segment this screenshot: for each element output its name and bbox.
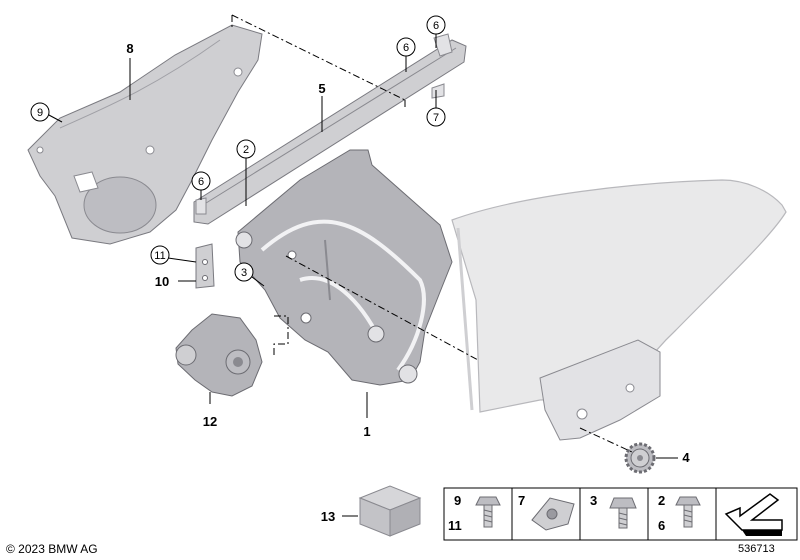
window-regulator [235, 149, 453, 386]
svg-text:6: 6 [198, 176, 204, 188]
guide-rail [193, 33, 467, 225]
copyright-text: © 2023 BMW AG [6, 542, 98, 556]
svg-text:2: 2 [243, 144, 249, 156]
clip-nut-icon [531, 497, 575, 531]
legend-label-7: 7 [518, 493, 525, 508]
callout-1: 1 [363, 424, 370, 439]
clip-left [195, 197, 207, 215]
callout-11: 11 [150, 245, 170, 265]
drive-gear [624, 442, 656, 474]
callout-8: 8 [126, 41, 133, 56]
callout-2: 2 [236, 139, 256, 159]
fastener-legend: 9 11 7 3 2 6 [443, 487, 798, 541]
legend-label-6: 6 [658, 518, 665, 533]
window-glass [451, 179, 787, 441]
callout-10: 10 [155, 274, 169, 289]
legend-label-11: 11 [448, 518, 462, 533]
callout-13: 13 [321, 509, 335, 524]
callout-3: 3 [234, 262, 254, 282]
leader-lines [46, 34, 678, 517]
callout-4: 4 [682, 450, 690, 465]
door-insulation-panel [27, 24, 263, 245]
callout-12: 12 [203, 414, 217, 429]
screw-icon [675, 496, 701, 528]
mounting-bracket [195, 243, 215, 289]
svg-text:6: 6 [433, 20, 439, 32]
legend-label-2: 2 [658, 493, 665, 508]
svg-text:7: 7 [433, 112, 439, 124]
svg-text:9: 9 [37, 107, 43, 119]
legend-label-9: 9 [454, 493, 461, 508]
diagram-number: 536713 [738, 543, 775, 555]
callout-6-top: 6 [426, 15, 446, 35]
callout-6-left: 6 [191, 171, 211, 191]
svg-text:11: 11 [154, 250, 165, 262]
repair-kit-box [358, 485, 422, 537]
svg-text:3: 3 [241, 267, 247, 279]
callout-6-mid: 6 [396, 37, 416, 57]
callout-7: 7 [426, 107, 446, 127]
callout-5: 5 [318, 81, 325, 96]
assembly-lines [231, 14, 633, 453]
callout-9: 9 [30, 102, 50, 122]
regulator-motor [175, 313, 263, 397]
svg-text:6: 6 [403, 42, 409, 54]
bolt-icon [609, 497, 637, 529]
screw-icon [475, 496, 501, 528]
arrow-pictogram-icon [724, 493, 783, 536]
legend-label-3: 3 [590, 493, 597, 508]
